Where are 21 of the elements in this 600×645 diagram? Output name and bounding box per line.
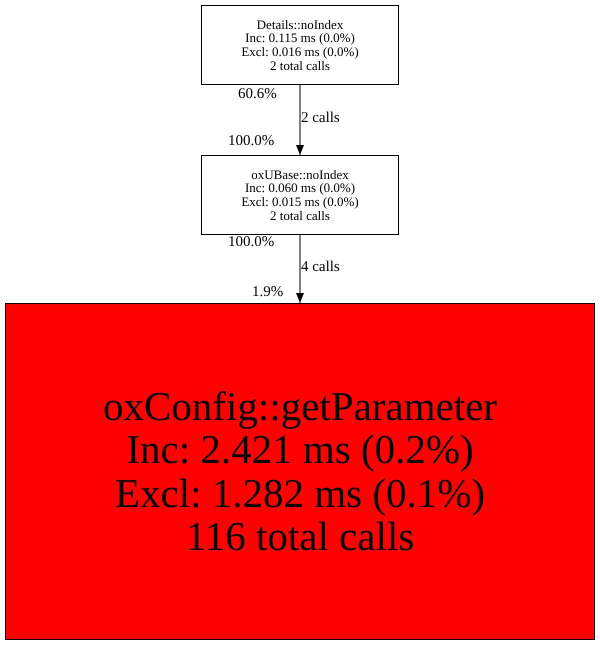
percentage-label: 100.0%	[228, 235, 274, 250]
function-name: oxUBase::noIndex	[251, 168, 349, 182]
arrow	[296, 234, 304, 304]
function-name: Details::noIndex	[256, 18, 344, 32]
function-stat: Excl: 0.015 ms (0.0%)	[241, 195, 359, 209]
function-box-highlighted	[5, 303, 595, 640]
function-stat: Excl: 1.282 ms (0.1%)	[114, 472, 486, 515]
function-stat: Inc: 2.421 ms (0.2%)	[126, 428, 474, 472]
function-stat: Excl: 0.016 ms (0.0%)	[241, 45, 359, 59]
function-stat: Inc: 0.060 ms (0.0%)	[244, 181, 356, 195]
function-stat: 2 total calls	[270, 208, 330, 222]
function-box	[201, 5, 399, 85]
function-stat: 2 total calls	[270, 58, 330, 72]
function-name: oxConfig::getParameter	[103, 384, 497, 428]
function-stat: Inc: 0.115 ms (0.0%)	[245, 31, 355, 45]
function-stat: 116 total calls	[186, 514, 414, 558]
percentage-label: 60.6%	[238, 87, 277, 102]
arrow	[296, 84, 304, 156]
percentage-label: 100.0%	[228, 134, 274, 149]
percentage-label: 1.9%	[252, 285, 284, 300]
function-box	[201, 155, 399, 235]
